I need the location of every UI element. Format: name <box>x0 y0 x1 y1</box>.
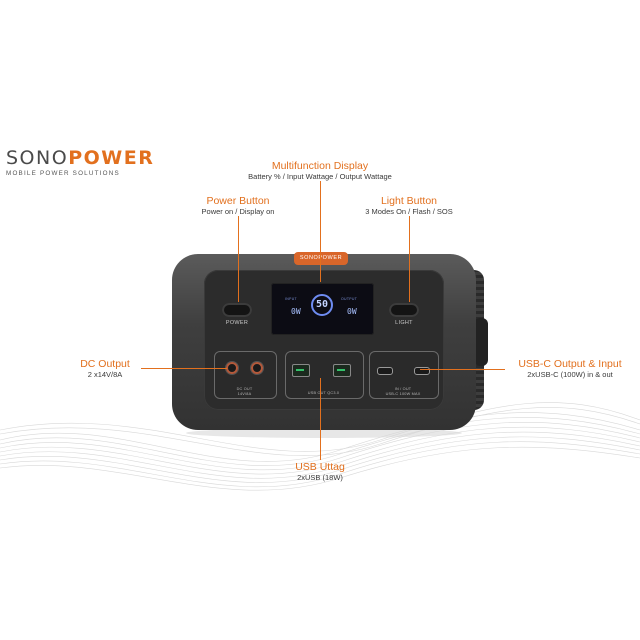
battery-ring-icon <box>311 294 333 316</box>
callout-subtitle: 2xUSB-C (100W) in & out <box>527 370 613 379</box>
callout-title: USB Uttag <box>295 461 345 473</box>
dc-callout-line <box>141 368 227 369</box>
brand-name-part2: POWER <box>68 147 155 169</box>
brand-name: SONOPOWER <box>6 147 154 169</box>
brand-logo: SONOPOWER MOBILE POWER SOLUTIONS <box>6 147 154 177</box>
device-side-port-cover <box>474 318 488 366</box>
callout-title: Power Button <box>206 195 270 207</box>
callout-subtitle: 2 x14V/8A <box>87 370 123 379</box>
callout-title: Multifunction Display <box>271 160 369 172</box>
callout-multifunction-display: Multifunction Display Battery % / Input … <box>220 160 420 182</box>
callout-usb-uttag: USB Uttag 2xUSB (18W) <box>270 461 370 483</box>
callout-dc-output: DC Output 2 x14V/8A <box>62 358 148 380</box>
display-input-label: INPUT <box>285 297 297 301</box>
light-button-label: LIGHT <box>395 320 413 326</box>
display-callout-line <box>320 181 321 282</box>
callout-usbc-output-input: USB-C Output & Input 2xUSB-C (100W) in &… <box>508 358 632 380</box>
power-button[interactable] <box>222 303 252 317</box>
dc-output-panel <box>214 351 277 399</box>
usb-a-port-2[interactable] <box>333 364 351 377</box>
dc-out-label-line2: 14V/8A <box>237 391 252 396</box>
usb-callout-line <box>320 378 321 460</box>
display-output-label: OUTPUT <box>341 297 358 301</box>
light-callout-line <box>409 216 410 302</box>
callout-title: DC Output <box>80 358 130 370</box>
usb-a-port-1[interactable] <box>292 364 310 377</box>
callout-power-button: Power Button Power on / Display on <box>188 195 288 217</box>
usbc-callout-line <box>420 369 505 370</box>
dc-output-port-2[interactable] <box>251 362 263 374</box>
wave-background-graphic <box>0 402 640 491</box>
callout-title: USB-C Output & Input <box>518 358 622 370</box>
usbc-label: IN / OUT USB-C 100W MAX <box>369 387 437 396</box>
display-input-value: 0W <box>291 307 301 316</box>
callout-subtitle: Power on / Display on <box>201 207 275 216</box>
light-button[interactable] <box>389 303 419 317</box>
power-callout-line <box>238 216 239 302</box>
brand-name-part1: SONO <box>6 147 69 169</box>
callout-subtitle: Battery % / Input Wattage / Output Watta… <box>248 172 392 181</box>
power-button-label: POWER <box>225 320 249 326</box>
callout-subtitle: 3 Modes On / Flash / SOS <box>365 207 453 216</box>
dc-out-label-line1: DC OUT <box>236 387 253 391</box>
usb-c-port-1[interactable] <box>377 367 393 375</box>
device-handle-logo: SONOPOWER <box>294 252 348 265</box>
callout-title: Light Button <box>380 195 438 207</box>
dc-output-port-1[interactable] <box>226 362 238 374</box>
callout-subtitle: 2xUSB (18W) <box>297 473 343 482</box>
device-shadow <box>186 428 462 438</box>
display-output-value: 0W <box>347 307 357 316</box>
usb-out-label: USB OUT QC3.0 <box>307 391 340 395</box>
usbc-label-line2: USB-C 100W MAX <box>385 391 421 396</box>
brand-tagline: MOBILE POWER SOLUTIONS <box>6 170 120 177</box>
callout-light-button: Light Button 3 Modes On / Flash / SOS <box>349 195 469 217</box>
usbc-panel <box>369 351 439 399</box>
usbc-label-line1: IN / OUT <box>394 387 412 391</box>
multifunction-display: INPUT OUTPUT 0W 0W 50 <box>271 283 374 335</box>
display-battery-value: 50 <box>315 299 329 310</box>
dc-out-label: DC OUT 14V/8A <box>214 387 275 396</box>
usb-c-port-2[interactable] <box>414 367 430 375</box>
